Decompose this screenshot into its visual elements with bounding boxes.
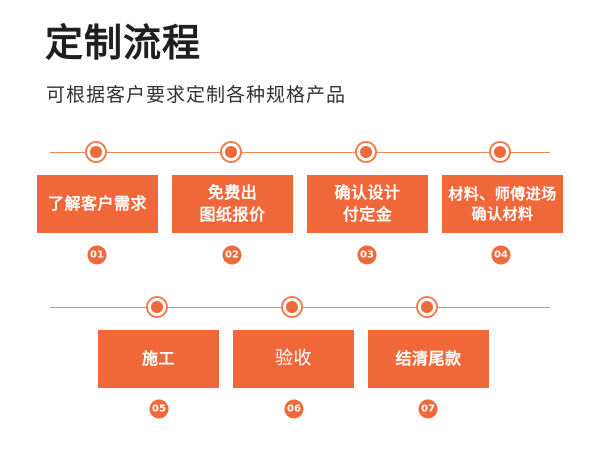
timeline-node-5 bbox=[151, 301, 163, 313]
step-label-5: 施工 bbox=[141, 349, 175, 369]
page-title: 定制流程 bbox=[45, 21, 202, 65]
step-number-badge-1: 01 bbox=[87, 245, 107, 265]
page-subtitle: 可根据客户要求定制各种规格产品 bbox=[46, 84, 347, 106]
step-label-4: 材料、师傅进场 确认材料 bbox=[448, 184, 557, 223]
step-box-3: 确认设计 付定金 bbox=[307, 175, 428, 233]
step-number-badge-3: 03 bbox=[357, 245, 377, 265]
step-box-7: 结清尾款 bbox=[368, 330, 489, 388]
step-box-1: 了解客户需求 bbox=[37, 175, 158, 233]
timeline-node-3 bbox=[360, 146, 372, 158]
step-number-badge-7: 07 bbox=[418, 399, 438, 419]
step-box-6: 验收 bbox=[233, 330, 354, 388]
step-number-badge-2: 02 bbox=[222, 245, 242, 265]
step-box-4: 材料、师傅进场 确认材料 bbox=[442, 175, 563, 233]
step-box-2: 免费出 图纸报价 bbox=[172, 175, 293, 233]
timeline-node-2 bbox=[225, 146, 237, 158]
timeline-node-1 bbox=[90, 146, 102, 158]
step-number-badge-4: 04 bbox=[491, 245, 511, 265]
step-label-7: 结清尾款 bbox=[395, 349, 462, 369]
step-number-badge-6: 06 bbox=[284, 399, 304, 419]
step-box-5: 施工 bbox=[98, 330, 219, 388]
timeline-node-6 bbox=[286, 301, 298, 313]
timeline-node-7 bbox=[421, 301, 433, 313]
timeline-line-row-2 bbox=[50, 307, 550, 308]
step-label-6: 验收 bbox=[275, 347, 312, 369]
step-label-2: 免费出 图纸报价 bbox=[199, 183, 266, 224]
step-label-1: 了解客户需求 bbox=[47, 194, 147, 214]
step-label-3: 确认设计 付定金 bbox=[334, 183, 401, 224]
timeline-node-4 bbox=[494, 146, 506, 158]
step-number-badge-5: 05 bbox=[149, 399, 169, 419]
timeline-line-row-1 bbox=[50, 152, 550, 153]
